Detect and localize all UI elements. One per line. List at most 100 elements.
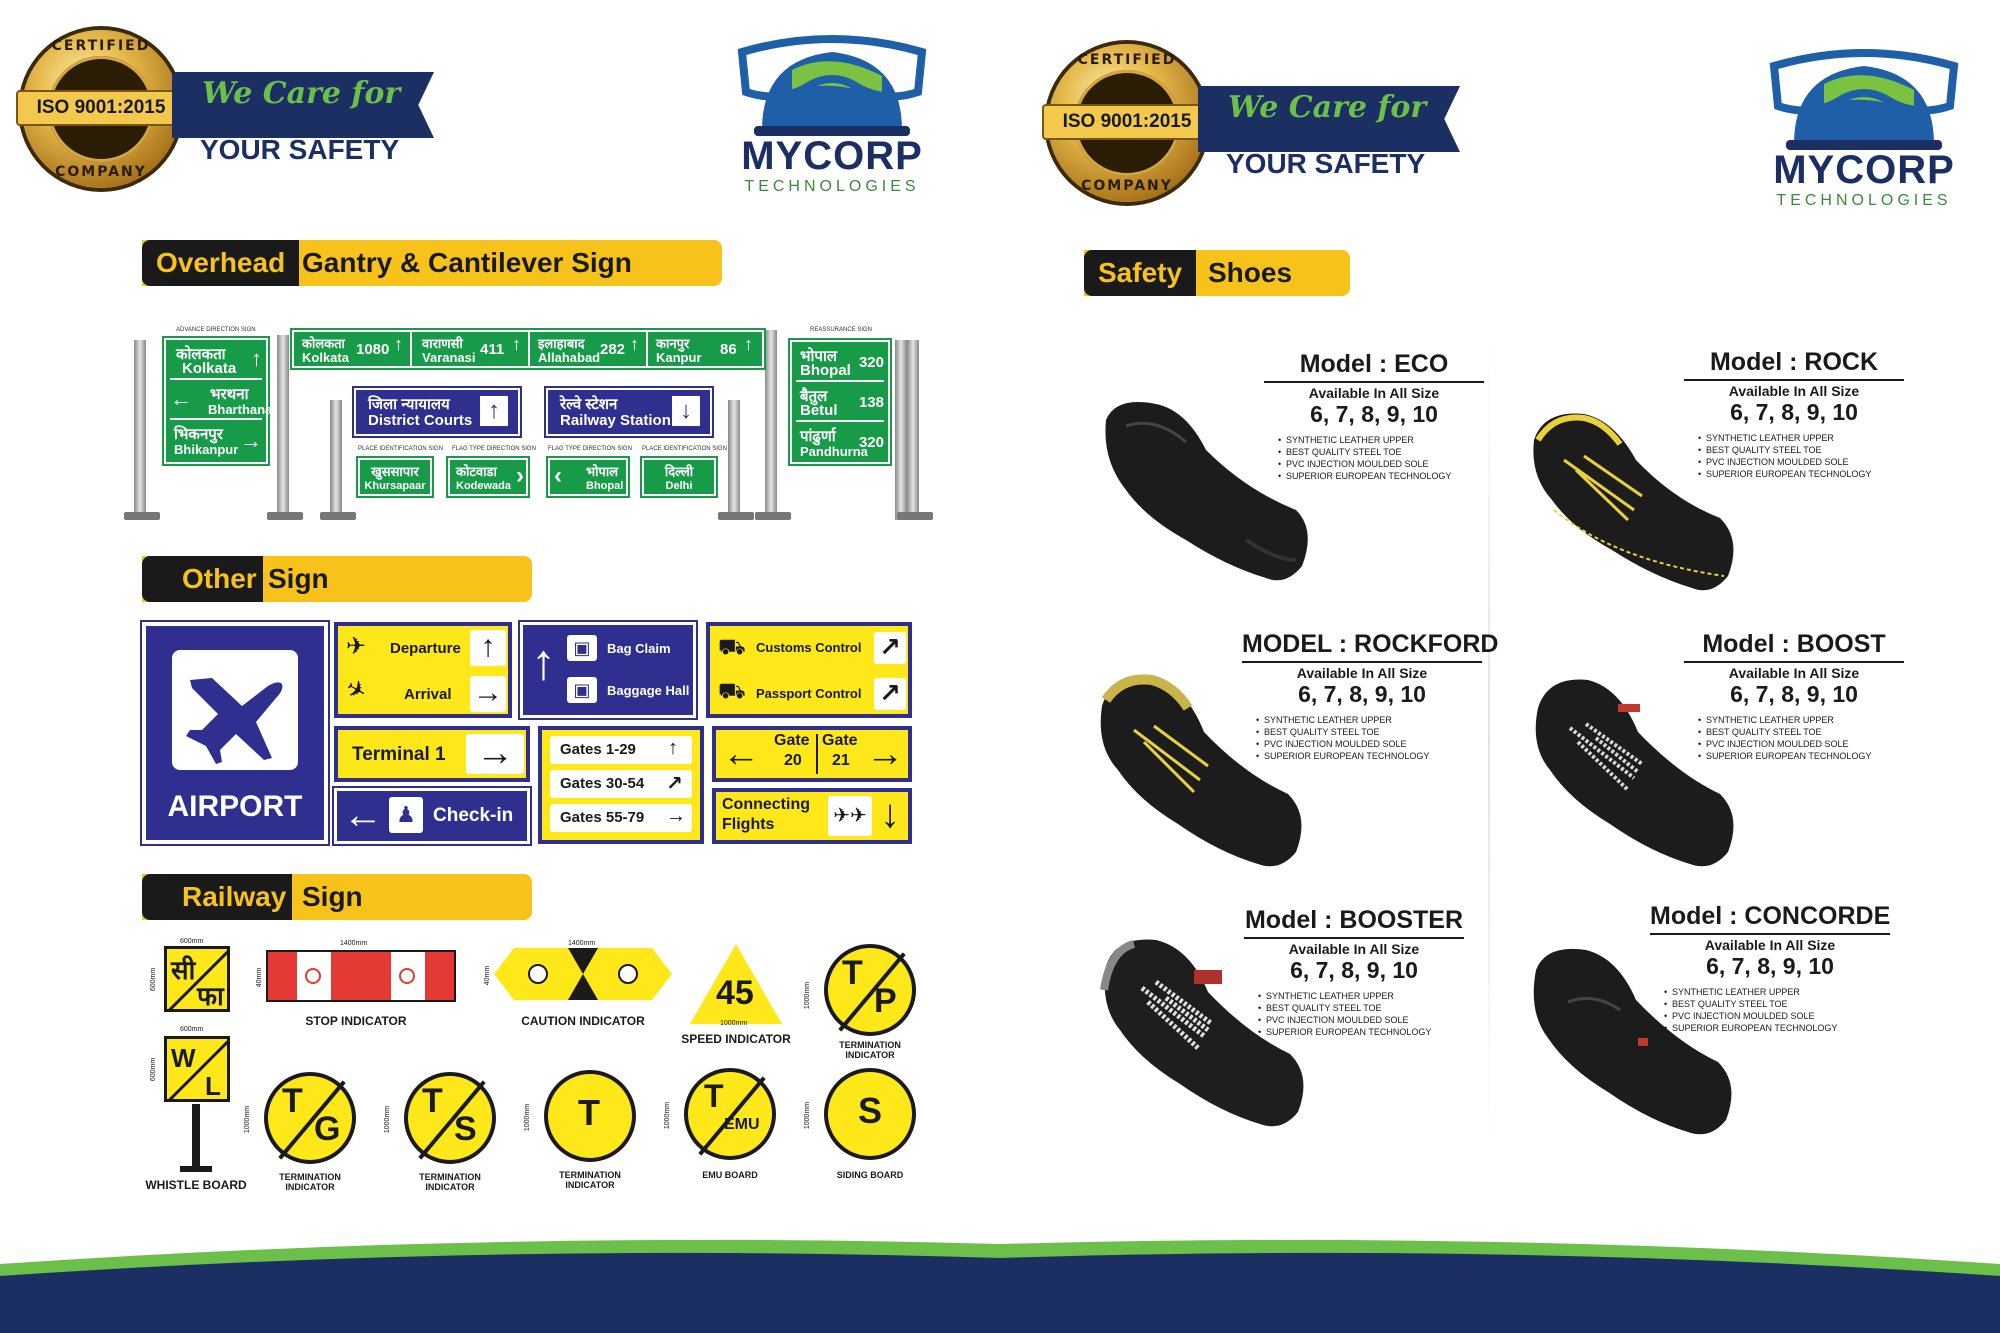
gantry-cell: कोलकता Kolkata 1080 ↑	[294, 332, 412, 366]
model-availability: Available In All Size	[1728, 665, 1860, 681]
stop-red-block	[268, 952, 298, 1000]
termination-tp-sign: T P	[824, 944, 916, 1036]
shoe-boost-image	[1535, 679, 1734, 867]
passport-icon: ⛟	[718, 678, 746, 703]
badge-iso-text: ISO 9001:2015	[1042, 104, 1212, 140]
tp-caption-1: TERMINATION	[839, 1040, 901, 1050]
post-foot	[267, 512, 303, 520]
post	[728, 400, 740, 520]
arrival-plane-icon: ✈	[340, 673, 372, 708]
small-sign-caption: PLACE IDENTIFICATION SIGN	[358, 446, 443, 452]
gantry-allahabad-en: Allahabad	[538, 350, 601, 365]
bhopal-en: Bhopal	[586, 480, 624, 492]
caution-indicator-caption: CAUTION INDICATOR	[521, 1014, 645, 1028]
stop-red-block	[330, 952, 392, 1000]
model-boost: Model : BOOST Available In All Size 6, 7…	[1684, 630, 1904, 762]
gate-row: Gates 30-54 ↗	[550, 770, 692, 798]
airplane-icon	[186, 678, 283, 764]
arrow-left-icon: ←	[722, 733, 760, 775]
feature-item: PVC INJECTION MOULDED SOLE	[1256, 738, 1482, 750]
checkin-sign: ← ♟ Check-in	[332, 786, 532, 846]
feature-list: SYNTHETIC LEATHER UPPER BEST QUALITY STE…	[1698, 432, 1904, 480]
advance-kolkata-hi: कोलकता	[176, 346, 226, 363]
feature-item: SYNTHETIC LEATHER UPPER	[1698, 714, 1904, 726]
delhi-sign: दिल्ली Delhi	[640, 456, 718, 498]
whistle-board-caption: WHISTLE BOARD	[145, 1178, 247, 1192]
ts-caption-1: TERMINATION	[419, 1172, 481, 1182]
feature-item: BEST QUALITY STEEL TOE	[1258, 1002, 1464, 1014]
post-foot	[124, 512, 160, 520]
section-overhead-header: Overhead Gantry & Cantilever Sign	[142, 240, 722, 286]
chevron-right-icon: ›	[516, 462, 524, 489]
stop-lamp	[399, 968, 416, 984]
airport-sign: AIRPORT	[140, 620, 330, 846]
advance-row-bhikanpur: भिकनपुर Bhikanpur →	[170, 422, 262, 460]
model-title: Model : BOOST	[1702, 630, 1886, 658]
post	[895, 340, 907, 520]
advance-row-bharthana: ← भरथना Bharthana	[170, 382, 272, 420]
helmet-goggles-icon	[737, 35, 927, 136]
gates-sign: Gates 1-29 ↑ Gates 30-54 ↗ Gates 55-79 →	[538, 726, 704, 844]
model-availability: Available In All Size	[1288, 941, 1420, 957]
si-label: सी	[171, 955, 196, 985]
gate-20-number: 20	[784, 752, 802, 769]
model-title: Model : CONCORDE	[1650, 902, 1891, 930]
emu-caption: EMU BOARD	[702, 1170, 758, 1180]
railway-station-hi: रेल्वे स्टेशन	[560, 396, 618, 413]
post-foot	[755, 512, 791, 520]
gantry-kolkata-en: Kolkata	[302, 350, 349, 365]
section-railway-header: Railway Sign	[142, 874, 532, 920]
model-title: Model : ECO	[1299, 350, 1449, 378]
model-concorde: Model : CONCORDE Available In All Size 6…	[1650, 902, 1890, 1034]
feature-item: SUPERIOR EUROPEAN TECHNOLOGY	[1256, 750, 1482, 762]
gate-range-label: Gates 55-79	[560, 809, 645, 826]
advance-bharthana-en: Bharthana	[208, 402, 273, 417]
dimension-label: 600mm	[180, 1026, 204, 1033]
tp-t-label: T	[842, 954, 863, 992]
checkin-desk-icon: ♟	[389, 797, 423, 833]
arrow-left-icon: ←	[170, 386, 192, 411]
feature-item: SUPERIOR EUROPEAN TECHNOLOGY	[1664, 1022, 1890, 1034]
gantry-cell: कानपुर Kanpur 86 ↑	[650, 332, 762, 366]
connecting-planes-icon: ✈✈	[828, 796, 872, 836]
gate-21-title: Gate	[822, 732, 858, 749]
bag-claim-sign: ↑ ▣ Bag Claim ▣ Baggage Hall	[518, 620, 698, 720]
badge-top-text: CERTIFIED	[1077, 52, 1177, 68]
model-sizes: 6, 7, 8, 9, 10	[1730, 681, 1858, 707]
passport-label: Passport Control	[756, 686, 862, 701]
tg-caption-2: INDICATOR	[285, 1182, 335, 1192]
tagline-sub-text: YOUR SAFETY	[200, 134, 400, 165]
arrow-up-icon: ↑	[531, 634, 556, 690]
emu-t-label: T	[704, 1078, 724, 1114]
termination-t-sign: T	[544, 1070, 636, 1162]
dimension-label: 40mm	[256, 967, 264, 988]
feature-item: SYNTHETIC LEATHER UPPER	[1278, 434, 1484, 446]
dimension-label: 1000mm	[244, 1105, 252, 1134]
reassurance-betul-hi: बैतुल	[800, 388, 828, 405]
departure-plane-icon: ✈	[346, 633, 367, 660]
wl-board: W L	[164, 1036, 230, 1102]
advance-kolkata-en: Kolkata	[182, 360, 237, 377]
feature-item: PVC INJECTION MOULDED SOLE	[1698, 738, 1904, 750]
model-title: Model : ROCK	[1709, 348, 1879, 376]
post-foot	[320, 512, 356, 520]
caution-indicator	[494, 948, 672, 1000]
reassurance-bhopal-hi: भोपाल	[800, 348, 838, 365]
terminal-label: Terminal 1	[352, 744, 446, 765]
arrow-left-icon: ←	[343, 793, 383, 837]
emu-label: EMU	[724, 1116, 760, 1133]
reassurance-row: बैतुल Betul 138	[796, 384, 884, 422]
shoe-booster-image	[1100, 939, 1304, 1127]
section-shoes-dark: Safety	[1084, 250, 1197, 296]
model-availability: Available In All Size	[1308, 385, 1440, 401]
customs-icon: ⛟	[718, 634, 746, 659]
feature-item: BEST QUALITY STEEL TOE	[1278, 446, 1484, 458]
post	[765, 330, 777, 520]
arrow-right-icon: →	[866, 733, 904, 775]
si-fa-board: सी फा	[164, 946, 230, 1012]
arrow-right-icon: →	[240, 428, 262, 453]
reassurance-row: पांढुर्णा Pandhurna 320	[796, 424, 884, 462]
feature-item: BEST QUALITY STEEL TOE	[1698, 726, 1904, 738]
feature-item: SYNTHETIC LEATHER UPPER	[1698, 432, 1904, 444]
model-rockford: MODEL : ROCKFORD Available In All Size 6…	[1242, 630, 1498, 762]
